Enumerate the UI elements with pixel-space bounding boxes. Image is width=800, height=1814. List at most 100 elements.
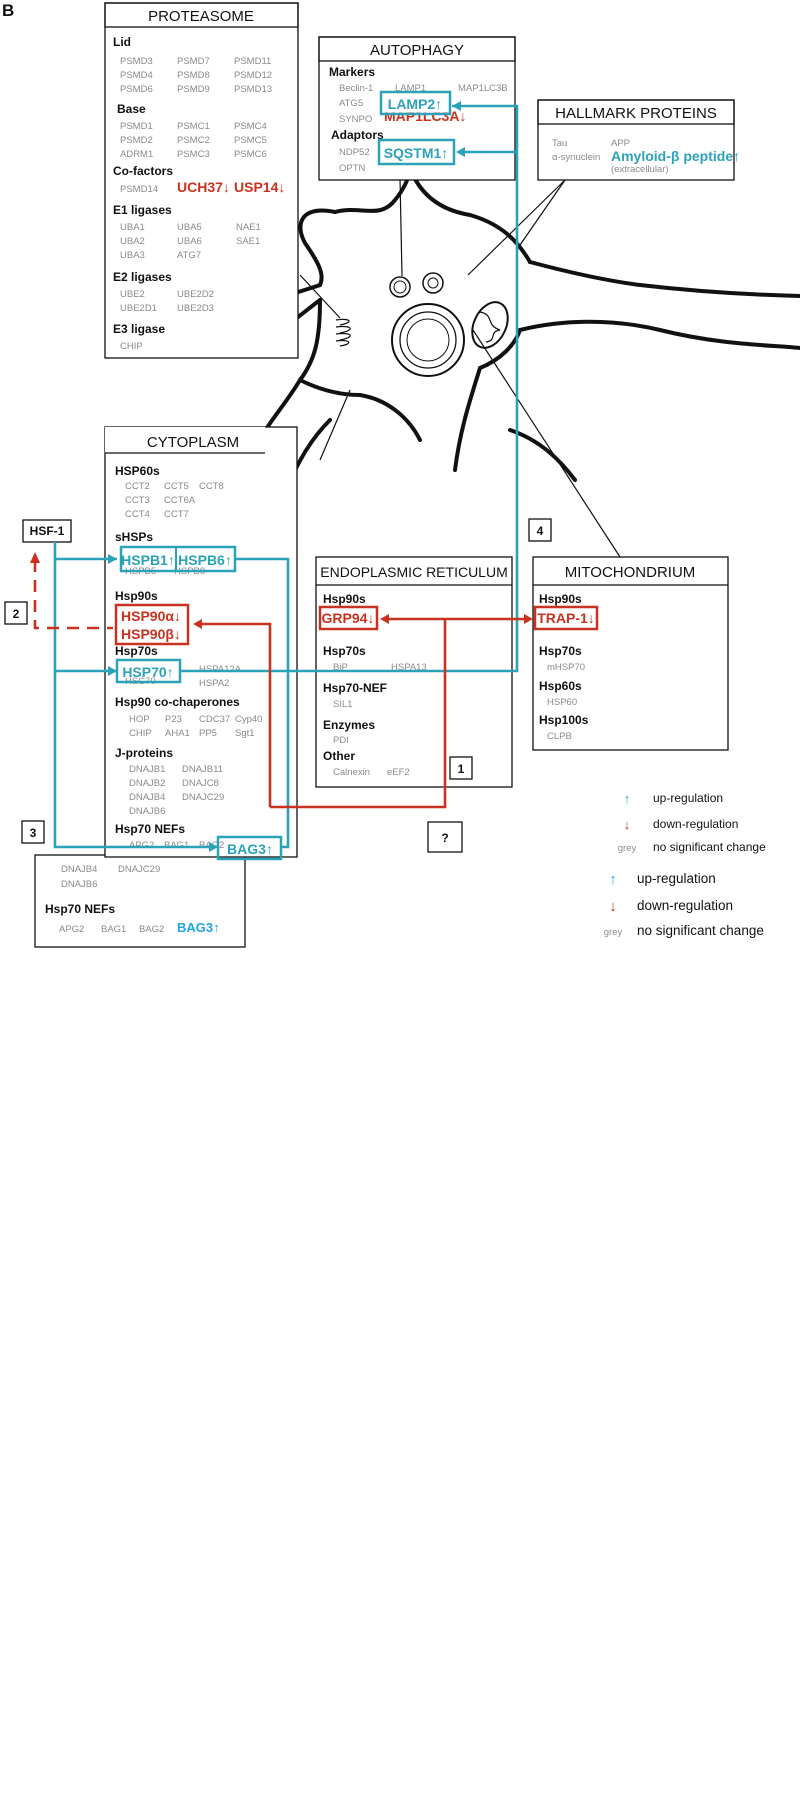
markers-heading: Markers bbox=[329, 65, 375, 79]
er-title: ENDOPLASMIC RETICULUM bbox=[320, 564, 507, 580]
gene: HOP bbox=[129, 714, 150, 725]
gene: PSMC2 bbox=[177, 135, 210, 146]
e2-heading: E2 ligases bbox=[113, 270, 172, 284]
grp94-down: GRP94↓ bbox=[322, 610, 375, 626]
legend-down-label: down-regulation bbox=[653, 817, 738, 831]
gene: CCT6A bbox=[164, 495, 196, 506]
legend-primary: ↑ up-regulation ↓ down-regulation grey n… bbox=[618, 791, 766, 854]
teal-pathways bbox=[53, 101, 519, 852]
gene: HSPA2 bbox=[199, 678, 229, 689]
gene: ATG7 bbox=[177, 250, 201, 261]
gene: PSMC3 bbox=[177, 149, 210, 160]
nef-heading: Hsp70 NEFs bbox=[115, 822, 185, 836]
gene: PSMD7 bbox=[177, 56, 210, 67]
cytoplasm-ghost-fragment: DNAJB4 DNAJC29 DNAJB6 Hsp70 NEFs APG2 BA… bbox=[34, 854, 246, 948]
gene: PSMD3 bbox=[120, 56, 153, 67]
er-hsp70-heading: Hsp70s bbox=[323, 644, 366, 658]
shsp-heading: sHSPs bbox=[115, 530, 153, 544]
proteasome-title: PROTEASOME bbox=[148, 8, 254, 25]
gene: BAG1 bbox=[101, 924, 126, 935]
hsp90-heading: Hsp90s bbox=[115, 589, 158, 603]
gene: HSPA13 bbox=[391, 662, 427, 673]
gene: AHA1 bbox=[165, 728, 190, 739]
gene: PSMD1 bbox=[120, 121, 153, 132]
gene: UBE2 bbox=[120, 289, 145, 300]
gene: UBA1 bbox=[120, 222, 145, 233]
gene: DNAJC29 bbox=[118, 864, 160, 875]
marker-2: 2 bbox=[4, 601, 28, 625]
gene: ADRM1 bbox=[120, 149, 153, 160]
hallmark-title: HALLMARK PROTEINS bbox=[555, 105, 717, 122]
trap1-down: TRAP-1↓ bbox=[537, 610, 595, 626]
gene: PSMD11 bbox=[234, 56, 271, 67]
gene: Calnexin bbox=[333, 767, 370, 778]
gene: DNAJB6 bbox=[61, 879, 97, 890]
gene: HSPA12A bbox=[199, 664, 242, 675]
hsp90a-down: HSP90α↓ bbox=[121, 608, 181, 624]
marker-3-label: 3 bbox=[30, 826, 37, 840]
gene: PSMD9 bbox=[177, 84, 210, 95]
gene: DNAJB11 bbox=[182, 764, 223, 775]
legend2-up-label: up-regulation bbox=[637, 871, 716, 886]
marker-3: 3 bbox=[21, 820, 45, 844]
gene: SAE1 bbox=[236, 236, 260, 247]
gene: CHIP bbox=[129, 728, 152, 739]
gene: SYNPO bbox=[339, 114, 372, 125]
hsp60-heading: HSP60s bbox=[115, 464, 160, 478]
jprot-heading: J-proteins bbox=[115, 746, 173, 760]
gene: APG2 bbox=[59, 924, 84, 935]
mito-hsp100-heading: Hsp100s bbox=[539, 713, 589, 727]
hsp70-up: HSP70↑ bbox=[122, 664, 173, 680]
gene: SIL1 bbox=[333, 699, 353, 710]
er-hsp90-heading: Hsp90s bbox=[323, 592, 366, 606]
gene: PSMD13 bbox=[234, 84, 272, 95]
mitochondrion-box: MITOCHONDRIUM Hsp90s TRAP-1↓ Hsp70s mHSP… bbox=[532, 556, 729, 751]
hsf1-node: HSF-1 bbox=[22, 519, 72, 543]
hspb1-up: HSPB1↑ bbox=[121, 552, 175, 568]
gene: CCT2 bbox=[125, 481, 150, 492]
gene: PSMD12 bbox=[234, 70, 272, 81]
hsf1-label: HSF-1 bbox=[30, 524, 65, 538]
e1-heading: E1 ligases bbox=[113, 203, 172, 217]
gene: PSMD14 bbox=[120, 184, 158, 195]
gene: P23 bbox=[165, 714, 182, 725]
gene: DNAJB2 bbox=[129, 778, 165, 789]
marker-question: ? bbox=[427, 821, 463, 853]
gene: UBE2D1 bbox=[120, 303, 157, 314]
marker-2-label: 2 bbox=[13, 607, 20, 621]
gene: Beclin-1 bbox=[339, 83, 373, 94]
gene: PDI bbox=[333, 735, 349, 746]
gene: HSP60 bbox=[547, 697, 577, 708]
mito-hsp70-heading: Hsp70s bbox=[539, 644, 582, 658]
lid-heading: Lid bbox=[113, 35, 131, 49]
ghost-bag3-up: BAG3↑ bbox=[177, 920, 220, 935]
gene: Tau bbox=[552, 138, 567, 149]
gene: mHSP70 bbox=[547, 662, 585, 673]
golgi-organelle bbox=[335, 318, 351, 347]
gene: PSMC5 bbox=[234, 135, 267, 146]
gene: UBE2D3 bbox=[177, 303, 214, 314]
legend2-grey-sample: grey bbox=[604, 927, 623, 938]
gene: DNAJB6 bbox=[129, 806, 165, 817]
legend-secondary: ↑ up-regulation ↓ down-regulation grey n… bbox=[604, 871, 764, 938]
gene: DNAJC29 bbox=[182, 792, 224, 803]
gene: PSMC4 bbox=[234, 121, 267, 132]
gene: CLPB bbox=[547, 731, 572, 742]
legend2-down-symbol: ↓ bbox=[609, 898, 617, 915]
gene: ATG5 bbox=[339, 98, 363, 109]
neuron-illustration bbox=[256, 166, 800, 558]
autophagy-title: AUTOPHAGY bbox=[370, 42, 464, 59]
marker-1-label: 1 bbox=[458, 762, 465, 776]
e3-heading: E3 ligase bbox=[113, 322, 165, 336]
gene: α-synuclein bbox=[552, 152, 600, 163]
gene: CCT7 bbox=[164, 509, 189, 520]
autophagy-box: AUTOPHAGY Markers Beclin-1 LAMP1 MAP1LC3… bbox=[318, 36, 516, 181]
gene: DNAJB4 bbox=[129, 792, 165, 803]
cofactors-heading: Co-factors bbox=[113, 164, 173, 178]
gene: PSMD8 bbox=[177, 70, 210, 81]
er-other-heading: Other bbox=[323, 749, 355, 763]
gene: MAP1LC3B bbox=[458, 83, 508, 94]
gene: LAMP1 bbox=[395, 83, 426, 94]
gene: PSMD2 bbox=[120, 135, 153, 146]
